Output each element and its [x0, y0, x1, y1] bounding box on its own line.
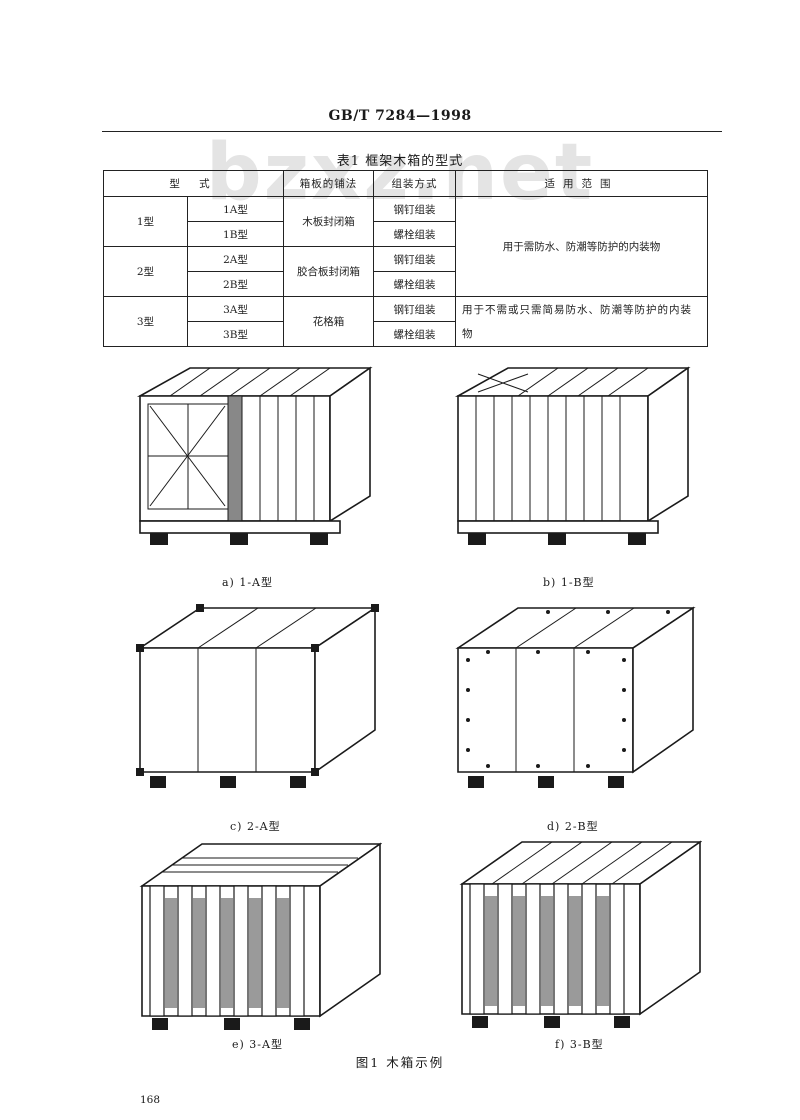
figure-1a-crate [130, 356, 380, 552]
table-row: 2型 2A型 胶合板封闭箱 钢钉组装 [103, 246, 708, 297]
sub-type-cell: 2B型 [187, 271, 284, 297]
table-row: 1型 1A型 木板封闭箱 钢钉组装 用于需防水、防潮等防护的内装物 [103, 196, 708, 297]
table-header-row: 型 式 箱板的铺法 组装方式 适用范围 [103, 170, 708, 197]
box-type-table: 型 式 箱板的铺法 组装方式 适用范围 1型 1A型 木板封闭箱 钢钉组装 用于… [103, 170, 708, 347]
assembly-cell: 钢钉组装 [373, 246, 456, 272]
sub-type-cell: 3A型 [187, 296, 284, 322]
assembly-cell: 螺栓组装 [373, 221, 456, 247]
page-number: 168 [140, 1094, 161, 1106]
figure-title: 图1 木箱示例 [355, 1055, 445, 1070]
assembly-cell: 螺栓组装 [373, 271, 456, 297]
figure-3b-crate [452, 836, 702, 1036]
method-cell: 花格箱 [283, 296, 374, 347]
figure-caption: e) 3-A型 [232, 1038, 283, 1051]
header-assembly: 组装方式 [373, 170, 456, 197]
figure-3a-crate [132, 838, 382, 1038]
table-row: 3型 3A型 花格箱 钢钉组装 用于不需或只需简易防水、防潮等防护的内装物 [103, 296, 708, 347]
header-rule [102, 131, 722, 132]
sub-type-cell: 1A型 [187, 196, 284, 222]
figure-caption: c) 2-A型 [230, 820, 281, 833]
sub-type-cell: 1B型 [187, 221, 284, 247]
table-caption: 表1 框架木箱的型式 [336, 154, 464, 169]
sub-type-cell: 2A型 [187, 246, 284, 272]
figure-caption: f) 3-B型 [555, 1038, 604, 1051]
assembly-cell: 螺栓组装 [373, 321, 456, 347]
figure-2a-crate [130, 600, 380, 796]
figure-1b-crate [448, 356, 698, 552]
scope-cell: 用于不需或只需简易防水、防潮等防护的内装物 [455, 296, 708, 347]
figure-2b-crate [448, 600, 698, 796]
group-cell: 1型 [103, 196, 188, 247]
group-cell: 3型 [103, 296, 188, 347]
page-header-title: GB/T 7284—1998 [328, 108, 472, 124]
group-cell: 2型 [103, 246, 188, 297]
method-cell: 胶合板封闭箱 [283, 246, 374, 297]
table-row: 2B型 螺栓组装 [104, 271, 708, 297]
table-row: 3B型 螺栓组装 [104, 321, 708, 347]
assembly-cell: 钢钉组装 [373, 196, 456, 222]
header-scope: 适用范围 [455, 170, 708, 197]
figure-caption: d) 2-B型 [547, 820, 599, 833]
assembly-cell: 钢钉组装 [373, 296, 456, 322]
sub-type-cell: 3B型 [187, 321, 284, 347]
figure-caption: b) 1-B型 [543, 576, 595, 589]
header-type: 型 式 [103, 170, 284, 197]
header-method: 箱板的铺法 [283, 170, 374, 197]
figure-caption: a) 1-A型 [222, 576, 274, 589]
scope-cell: 用于需防水、防潮等防护的内装物 [455, 196, 708, 297]
method-cell: 木板封闭箱 [283, 196, 374, 247]
